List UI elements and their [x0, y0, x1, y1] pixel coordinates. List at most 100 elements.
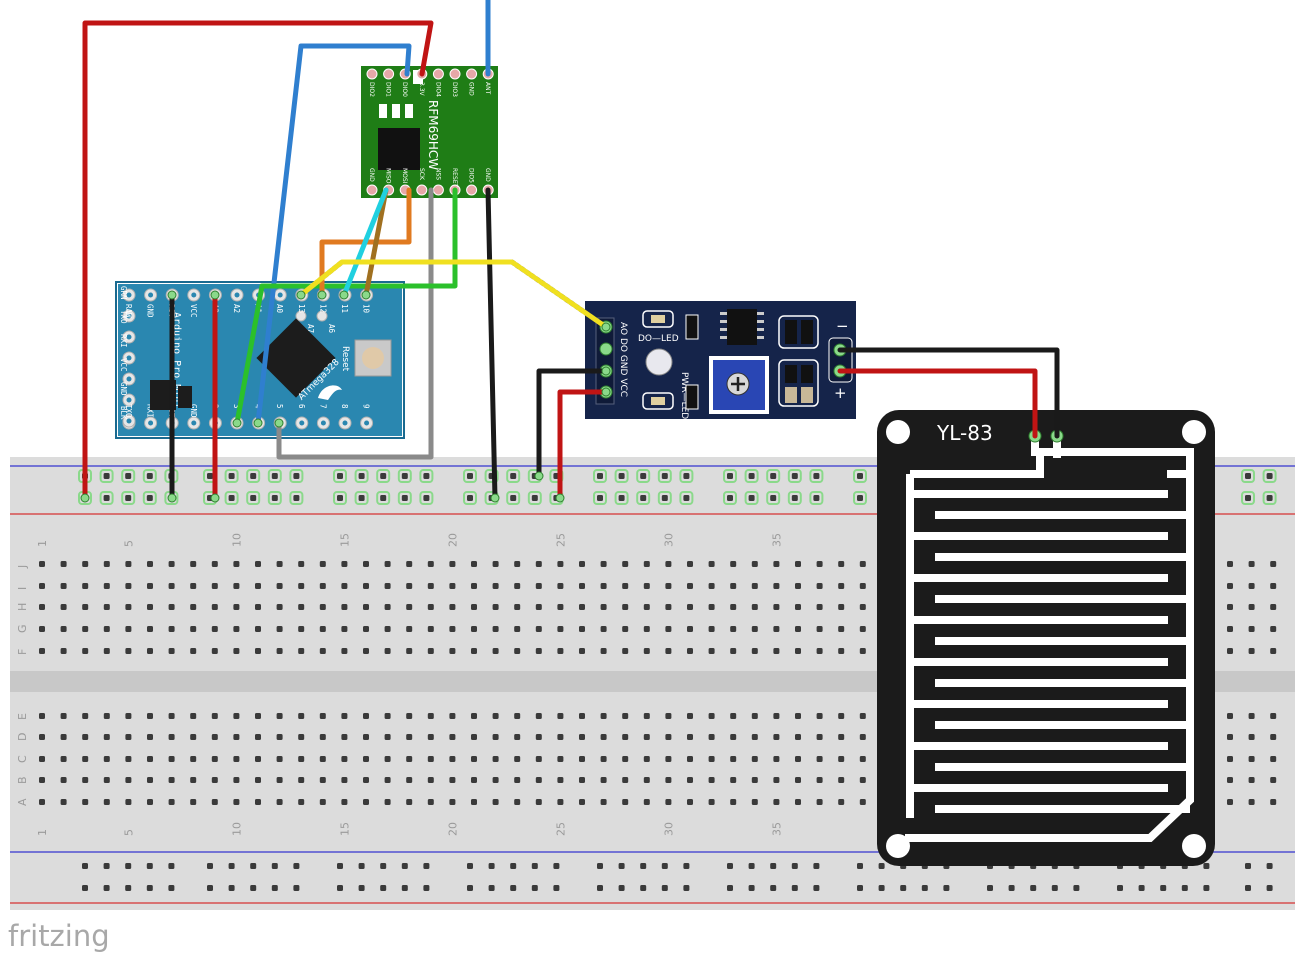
breadboard-hole: [622, 713, 629, 719]
breadboard-hole: [492, 756, 499, 762]
rail-hole: [770, 495, 777, 501]
breadboard-hole: [406, 756, 413, 762]
breadboard-hole: [449, 734, 456, 740]
breadboard-hole: [708, 583, 715, 589]
breadboard-hole: [643, 561, 650, 567]
breadboard-hole: [838, 713, 845, 719]
resistor: [685, 314, 699, 340]
wire-endpoints: [80, 290, 611, 503]
breadboard-hole: [795, 756, 801, 762]
breadboard-hole: [233, 713, 240, 719]
rail-hole: [401, 863, 408, 869]
breadboard-hole: [816, 713, 823, 719]
breadboard-hole: [816, 799, 823, 805]
radio-pin: [432, 184, 444, 196]
rail-hole: [103, 473, 110, 479]
breadboard-hole: [103, 561, 110, 567]
rail-hole: [640, 495, 647, 501]
breadboard-hole: [103, 799, 110, 805]
arduino-pin-label: RXI: [146, 404, 155, 418]
breadboard-hole: [643, 713, 650, 719]
breadboard-hole: [82, 713, 89, 719]
breadboard-hole: [1227, 583, 1233, 589]
breadboard-hole: [665, 713, 672, 719]
rail-hole: [271, 863, 278, 869]
breadboard-hole: [816, 561, 823, 567]
rail-hole-highlight: [593, 491, 607, 505]
breadboard-hole: [103, 648, 110, 654]
breadboard-hole: [427, 583, 434, 589]
breadboard-hole: [60, 561, 67, 567]
breadboard-hole: [1270, 648, 1277, 654]
breadboard-hole: [514, 713, 521, 719]
rail-hole: [1266, 473, 1273, 479]
breadboard-hole: [838, 626, 845, 632]
breadboard-hole: [168, 561, 175, 567]
row-label: B: [16, 776, 29, 784]
rail-hole-highlight: [506, 491, 521, 505]
rail-hole-highlight: [333, 469, 347, 483]
rail-hole: [380, 495, 387, 501]
rail-hole: [467, 495, 473, 501]
rail-hole: [146, 885, 153, 891]
rail-hole-highlight: [1262, 469, 1277, 483]
breadboard-hole: [838, 756, 845, 762]
breadboard-hole: [557, 713, 564, 719]
breadboard-hole: [82, 583, 89, 589]
row-label: G: [16, 624, 29, 633]
rail-hole: [207, 885, 213, 891]
breadboard-hole: [125, 604, 132, 610]
breadboard-hole: [643, 734, 650, 740]
arduino-side-label: GRN: [119, 286, 128, 300]
breadboard-hole: [859, 734, 866, 740]
breadboard-hole: [384, 648, 391, 654]
breadboard-hole: [1227, 799, 1233, 805]
breadboard-hole: [773, 604, 780, 610]
row-label: F: [16, 649, 29, 655]
arduino-side-label: BLK: [119, 406, 128, 420]
rail-hole: [423, 863, 430, 869]
breadboard-hole: [859, 799, 866, 805]
rail-hole: [661, 495, 668, 501]
breadboard-hole: [730, 561, 737, 567]
breadboard-hole: [579, 583, 585, 589]
breadboard-hole: [795, 777, 801, 783]
rail-hole: [1008, 885, 1015, 891]
breadboard-hole: [211, 756, 218, 762]
breadboard-hole: [255, 777, 261, 783]
breadboard-hole: [859, 713, 866, 719]
wire-brown-miso: [363, 187, 389, 298]
rail-hole: [1245, 863, 1251, 869]
rail-hole: [791, 495, 798, 501]
breadboard-hole: [168, 777, 175, 783]
wire-cyan-mosi: [341, 187, 389, 298]
rail-hole-highlight: [657, 469, 672, 483]
breadboard-hole: [687, 604, 693, 610]
breadboard-hole: [535, 561, 542, 567]
breadboard-hole: [168, 604, 175, 610]
breadboard-hole: [147, 756, 153, 762]
breadboard-hole: [1248, 756, 1255, 762]
breadboard-hole: [319, 648, 326, 654]
breadboard-hole: [773, 561, 780, 567]
breadboard-hole: [751, 604, 758, 610]
breadboard-hole: [276, 734, 283, 740]
breadboard-hole: [773, 626, 780, 632]
breadboard-hole: [751, 756, 758, 762]
breadboard-hole: [557, 734, 564, 740]
breadboard-hole: [427, 799, 434, 805]
rail-hole: [900, 885, 907, 891]
breadboard-hole: [795, 799, 801, 805]
breadboard-hole: [687, 648, 693, 654]
breadboard-hole: [687, 713, 693, 719]
breadboard-hole: [341, 734, 348, 740]
breadboard-hole: [751, 799, 758, 805]
rail-hole: [125, 863, 132, 869]
arduino-pin-label: 11: [340, 304, 349, 313]
wire-endpoint: [210, 493, 220, 503]
breadboard-hole: [147, 561, 153, 567]
rail-hole: [987, 885, 993, 891]
rail-hole: [1030, 885, 1037, 891]
radio-pin-label: DIO5: [468, 168, 475, 183]
fritzing-watermark: fritzing: [8, 919, 110, 953]
